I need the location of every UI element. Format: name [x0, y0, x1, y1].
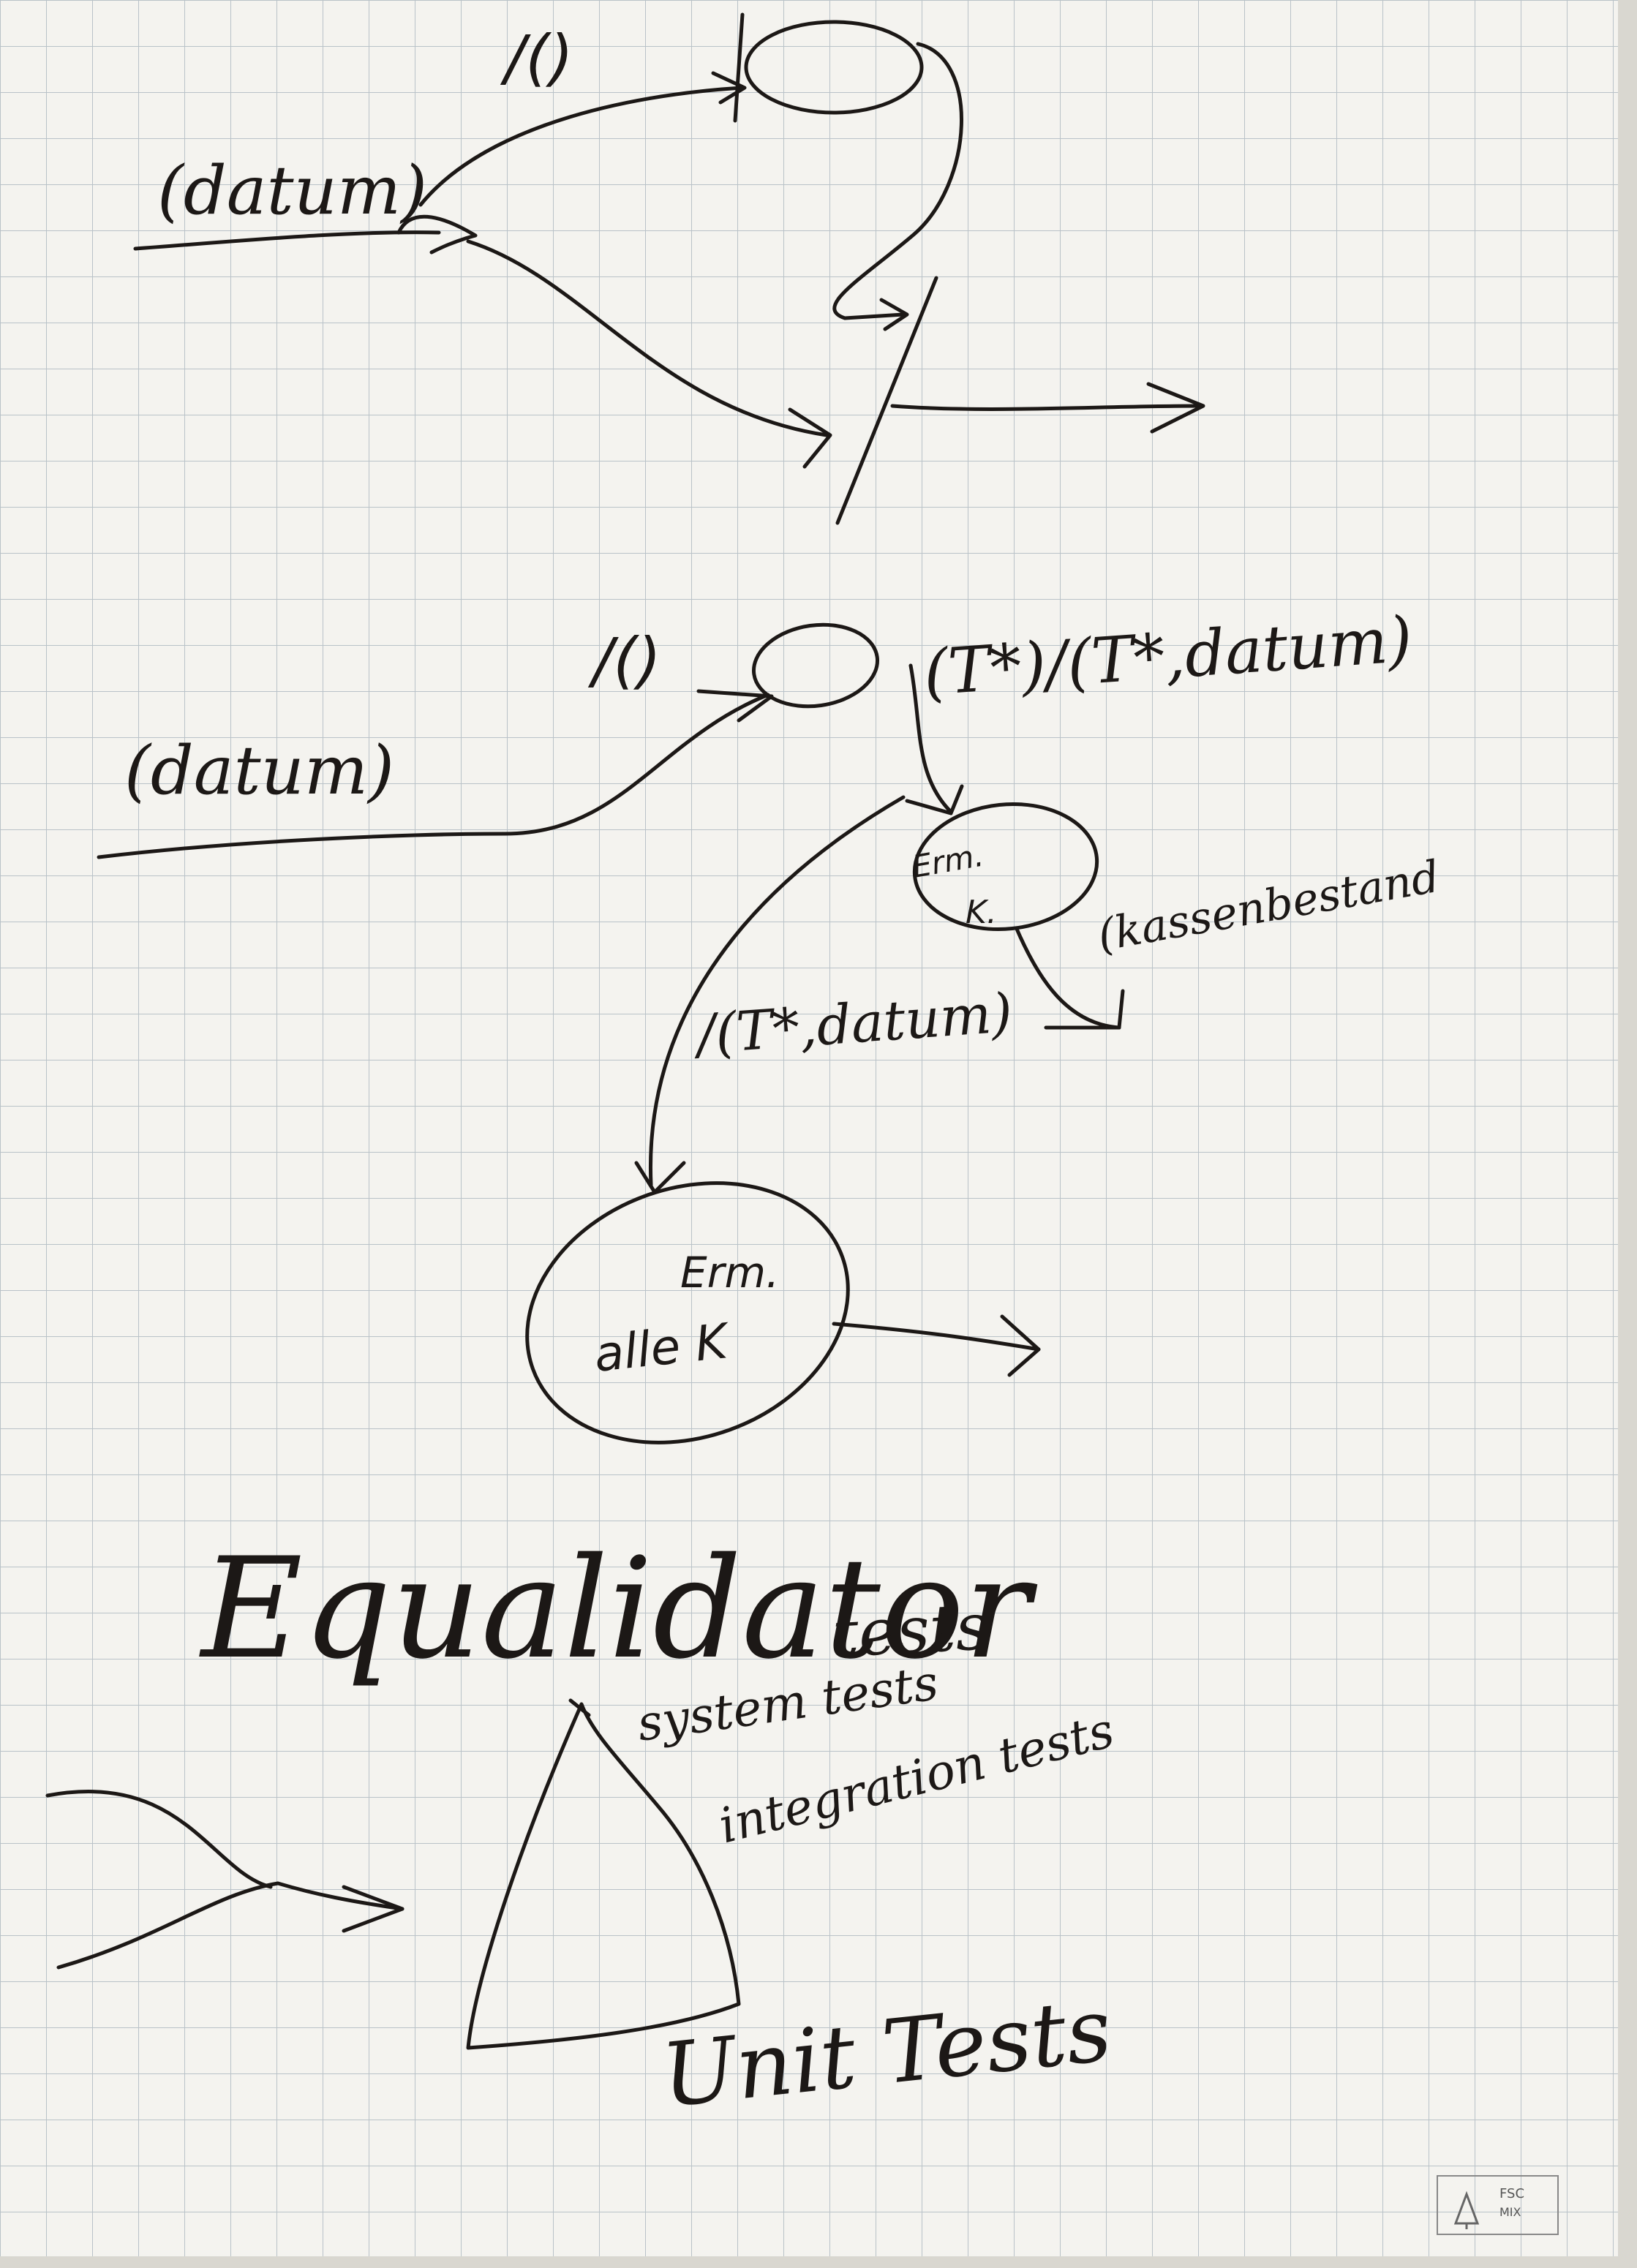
pyramid-title: Equalidator [199, 1528, 1038, 1689]
merge-arrowhead [342, 1885, 404, 1933]
diagram-1: (datum) /() [133, 12, 1205, 525]
d1-node [744, 20, 924, 115]
bottom-shadow [0, 2256, 1637, 2268]
d2-big-out-head [1000, 1314, 1041, 1377]
d1-node-out-head [879, 298, 909, 331]
d2-small-out [1015, 927, 1121, 1030]
d1-lower-arrowhead [788, 407, 832, 469]
d2-down-arrow [908, 663, 953, 814]
fsc-badge-line1: FSC [1499, 2186, 1524, 2201]
d1-node-mark [733, 12, 745, 123]
d1-fork-curl [396, 214, 478, 255]
test-pyramid-section: Equalidator tests system tests integrati… [45, 1528, 1119, 2128]
d2-node-small [912, 802, 1099, 932]
pyramid-apex-tick [568, 1698, 591, 1717]
d2-small-out-head [1044, 989, 1125, 1030]
d2-input-label: (datum) [124, 731, 394, 810]
d2-left-curve [648, 795, 906, 1187]
d2-input-line [97, 693, 770, 859]
fsc-badge-line2: MIX [1499, 2205, 1521, 2219]
d1-node-out [832, 42, 963, 320]
d1-output-arrow [890, 404, 1202, 411]
d2-down-arrowhead [905, 784, 964, 815]
diagram-2: (datum) /() (T*)/(T*,datum) Erm. K. (kas… [97, 603, 1443, 1444]
d1-edge-label: /() [500, 22, 573, 94]
d1-input-line [133, 230, 441, 251]
d1-join-bar [835, 276, 938, 525]
d1-output-arrowhead [1146, 382, 1205, 434]
d2-node-top [751, 622, 880, 709]
d2-big-out [832, 1322, 1041, 1352]
d1-input-label: (datum) [157, 151, 427, 230]
merge-upper-branch [45, 1790, 273, 1889]
d1-lower-arrow [466, 239, 829, 437]
pyramid-title-suffix: tests [831, 1589, 990, 1672]
d2-edge-label: /() [587, 625, 661, 696]
pyramid-triangle [466, 1702, 741, 2050]
right-shadow [1618, 0, 1637, 2268]
d1-upper-arrowhead [711, 71, 747, 105]
merge-lower-branch [56, 1881, 404, 1970]
d1-upper-arrow [418, 86, 745, 207]
fsc-tree-icon [1453, 2190, 1480, 2229]
d2-node-small-line2: K. [966, 894, 997, 931]
d2-node-big [525, 1181, 850, 1444]
fsc-paper-badge: FSC MIX [1437, 2175, 1559, 2235]
d2-node-big-line1: Erm. [680, 1248, 779, 1297]
